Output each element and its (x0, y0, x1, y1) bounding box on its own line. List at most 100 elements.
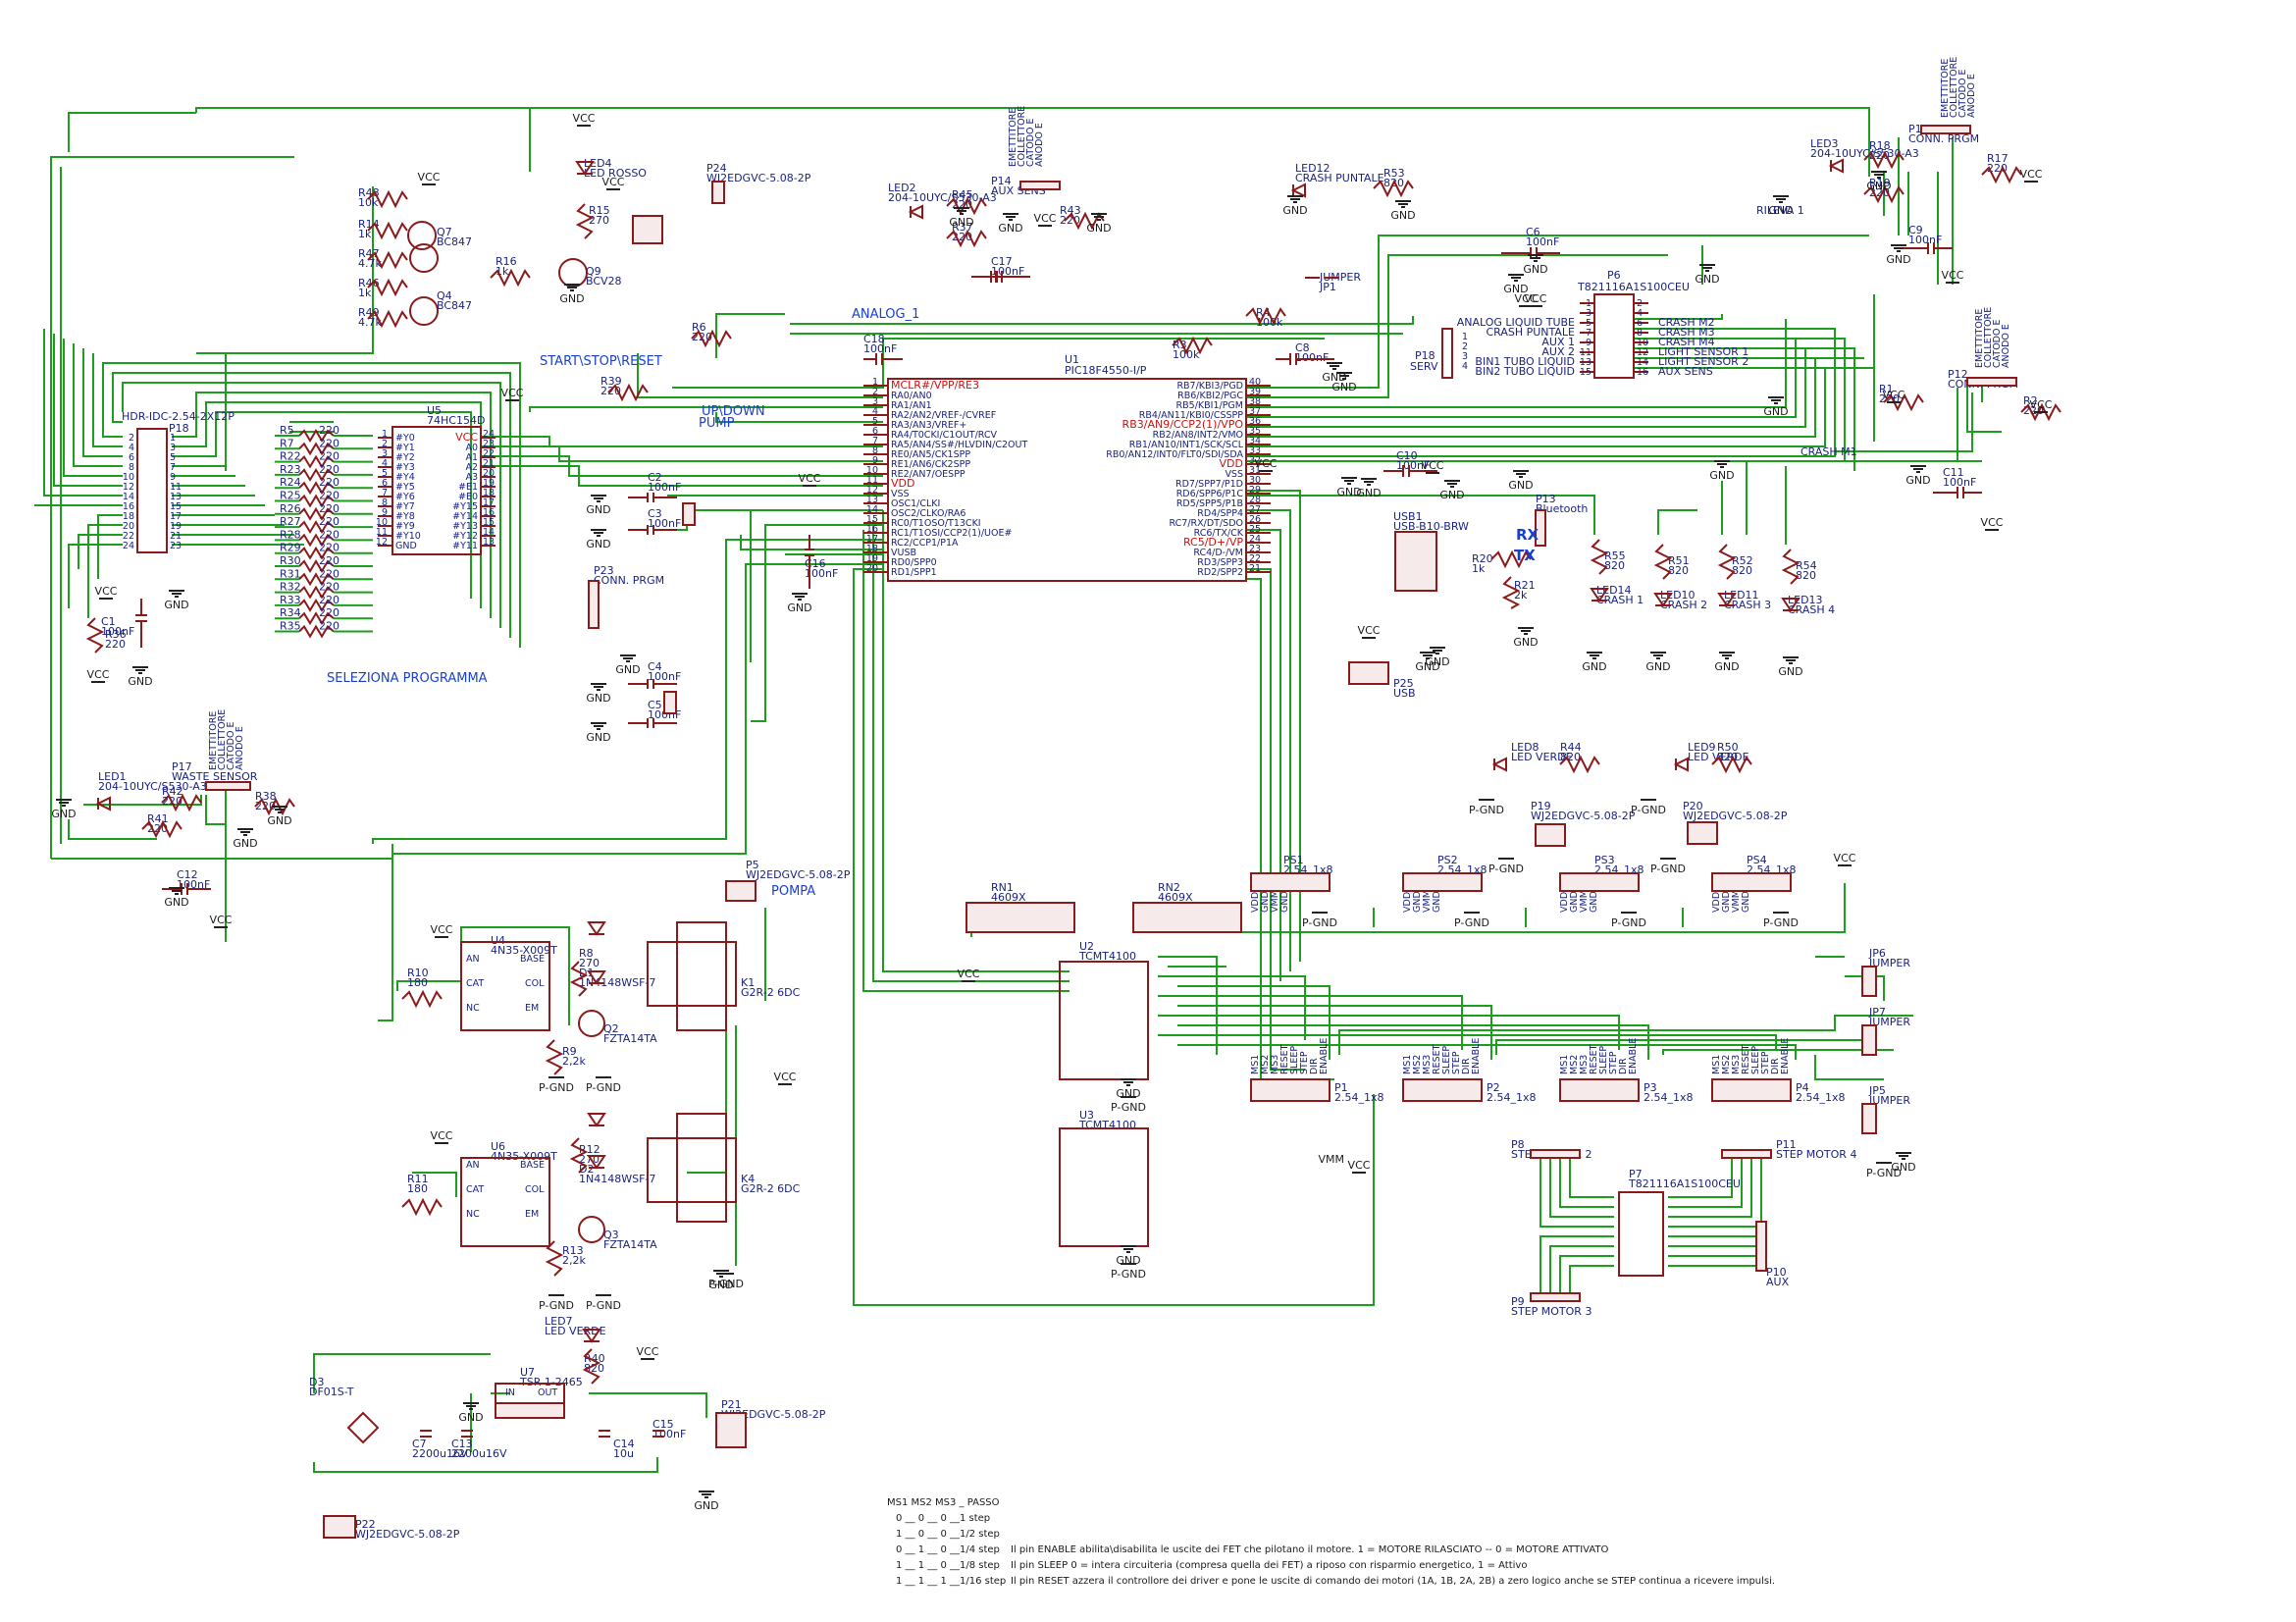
p6-signal: ANALOG LIQUID TUBE (1457, 316, 1575, 329)
label-r49: R49 (358, 306, 380, 319)
label-c4: C4 (648, 660, 662, 673)
serv-pin-num: 4 (1462, 361, 1468, 372)
p6-signal: CRASH PUNTALE (1486, 326, 1575, 339)
label-u4: 4N35-X009T (491, 944, 557, 957)
resistor-symbol (298, 572, 335, 587)
vmm-symbol: VMM (1318, 1153, 1344, 1166)
driver-pin-label: GND (1260, 891, 1271, 913)
driver-pin-label: GND (1721, 891, 1732, 913)
u1-pin-num: 37 (1249, 406, 1261, 417)
net-crash-m1: CRASH M1 (1800, 445, 1857, 458)
label-r50: 820 (1717, 751, 1738, 763)
u7-in: IN (505, 1387, 515, 1398)
p6-pin-num: 6 (1637, 318, 1643, 329)
label-r9: 2,2k (562, 1055, 586, 1068)
step-pin-label: SLEEP (1441, 1046, 1452, 1074)
label-r20: 1k (1472, 562, 1486, 575)
label-p10: AUX (1766, 1276, 1790, 1288)
label-r42: R42 (162, 785, 183, 798)
u1-pin-num: 34 (1249, 436, 1261, 446)
gnd-symbol: GND (1886, 253, 1910, 266)
label-r36: R36 (105, 628, 127, 641)
gnd-symbol: GND (1709, 469, 1734, 482)
resistor-symbol (298, 481, 335, 496)
gnd-symbol: GND (1695, 273, 1719, 286)
label-r51: R51 (1668, 554, 1690, 567)
resistor-ref: R33 (280, 594, 301, 606)
gnd-symbol: GND (1116, 1087, 1140, 1100)
label-r43: R43 (1060, 204, 1081, 217)
label-c14: C14 (613, 1438, 635, 1450)
u1-pin-label: RB7/KBI3/PGD (1176, 381, 1243, 392)
label-r48: 10k (358, 196, 379, 209)
step-pin-label: RESET (1741, 1044, 1751, 1074)
u1-pin-label: RD0/SPP0 (891, 557, 937, 568)
label-r17: R17 (1987, 152, 2009, 165)
label-p14: P14 (991, 175, 1012, 187)
label-p23: P23 (594, 564, 614, 577)
label-usb1: USB-B10-BRW (1393, 520, 1469, 533)
gnd-symbol: GND (1905, 474, 1930, 487)
resistor-ref: R24 (280, 476, 301, 489)
gnd-symbol: GND (586, 731, 610, 744)
step-pin-label: MS2 (1569, 1055, 1580, 1074)
step-pin-label: ENABLE (1628, 1038, 1639, 1074)
label-p25: USB (1393, 687, 1416, 700)
u5-pin-label: #Y6 (395, 492, 415, 502)
label-r4: 100k (1256, 316, 1283, 329)
u1-pin-label: RB5/KBI1/PGM (1176, 400, 1243, 411)
gnd-symbol: GND (1439, 489, 1464, 501)
pgnd-symbol: P-GND (539, 1299, 574, 1312)
resistor-value: 220 (319, 437, 339, 449)
step-pin-label: MS3 (1422, 1055, 1433, 1074)
label-c13: 2200u16V (451, 1447, 507, 1460)
label-r13: R13 (562, 1244, 584, 1257)
p18-ref: P18 (169, 422, 189, 435)
pgnd-symbol: P-GND (586, 1299, 621, 1312)
driver-pin-label: VMM (1731, 890, 1742, 913)
u1-pin-num: 10 (866, 465, 878, 476)
label-c10: 100nF (1396, 459, 1430, 472)
notes-row-0: 0 __ 0 __ 0 __1 step (896, 1513, 990, 1524)
step-pin-label: DIR (1461, 1058, 1472, 1074)
u5-pin-num: 14 (483, 527, 495, 538)
label-p15: CONN. PRGM (1908, 132, 1979, 145)
label-r13: 2,2k (562, 1254, 586, 1267)
label-c16: 100nF (805, 567, 838, 580)
resistor-ref: R31 (280, 567, 301, 580)
label-u6: 4N35-X009T (491, 1150, 557, 1163)
resistor-value: 220 (319, 620, 339, 633)
u1-pin-label: OSC2/CLKO/RA6 (891, 508, 965, 519)
vcc-symbol: VCC (799, 472, 821, 485)
u1-pin-label: RA0/AN0 (891, 391, 932, 401)
label-jp6: JP6 (1868, 947, 1886, 960)
u5-pin-label: #Y8 (395, 511, 415, 522)
p18-part: HDR-IDC-2.54-2X12P (122, 410, 235, 423)
u1-pin-label: RC6/TX/CK (1194, 528, 1244, 539)
net-seleziona: SELEZIONA PROGRAMMA (327, 671, 488, 686)
net-rx: RX (1516, 526, 1539, 544)
gnd-symbol: GND (787, 602, 811, 614)
symbols (85, 125, 2061, 1539)
label-p13: Bluetooth (1536, 502, 1588, 515)
label-r20: R20 (1472, 552, 1493, 565)
u1-pin-label: MCLR#/VPP/RE3 (891, 379, 979, 392)
p6-pin-num: 15 (1580, 367, 1592, 378)
label-r8: 270 (579, 957, 600, 969)
label-c7: C7 (412, 1438, 427, 1450)
vcc-symbol: VCC (1981, 516, 2004, 529)
u1-pin-num: 20 (866, 563, 878, 574)
resistor-symbol (298, 624, 335, 639)
label-led3: 204-10UYC/S530-A3 (1810, 147, 1919, 160)
u1-pin-num: 11 (866, 475, 878, 486)
u1-pin-num: 19 (866, 553, 878, 564)
notes-row-3: 1 __ 1 __ 0 __1/8 step (896, 1560, 1000, 1571)
gnd-symbol: GND (708, 1279, 733, 1291)
emettitore-label: COLLETTORE (1949, 57, 1959, 118)
vcc-symbol: VCC (210, 914, 233, 926)
gnd-symbol: GND (1503, 283, 1528, 295)
label-p17: WASTE SENSOR (172, 770, 258, 783)
label-r10: 180 (407, 976, 428, 989)
